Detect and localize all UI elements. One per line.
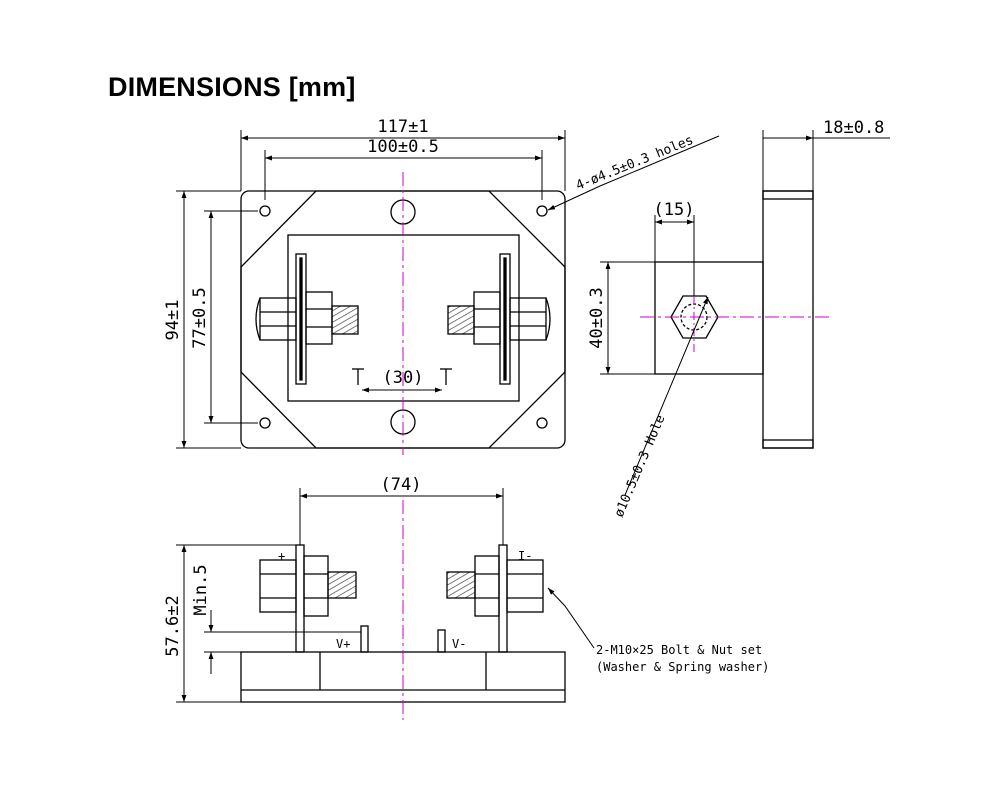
page-title: DIMENSIONS [mm] [108, 72, 356, 102]
mounting-hole-tl [259, 205, 271, 217]
sense-minus-label: V- [452, 637, 466, 651]
front-right-bolt [446, 555, 544, 617]
boss-width-label: (15) [654, 200, 695, 220]
front-left-bolt [259, 555, 357, 617]
hole-spacing-width-label: 100±0.5 [367, 137, 439, 157]
hole-spacing-height-label: 77±0.5 [190, 287, 210, 348]
terminal-spacing-30-label: (30) [383, 368, 424, 388]
front-view [240, 500, 566, 720]
thickness-label: 18±0.8 [823, 118, 884, 138]
side-boss [654, 261, 764, 375]
cover-octagon [240, 190, 566, 449]
front-view-dimensions [176, 488, 595, 703]
sense-tab-minus [437, 629, 446, 653]
bolt-note-line1: 2-M10×25 Bolt & Nut set [596, 643, 762, 657]
top-view-dimensions [176, 130, 720, 449]
overall-height-label: 94±1 [163, 300, 183, 341]
mounting-hole-br [536, 417, 548, 429]
terminal-plus-label: + [278, 549, 285, 563]
side-view-dimensions [600, 130, 890, 496]
overall-width-label: 117±1 [377, 117, 428, 137]
mounting-holes-note: 4-ø4.5±0.3 holes [574, 133, 696, 194]
terminal-minus-label: I- [518, 549, 532, 563]
front-overall-height-label: 57.6±2 [163, 595, 183, 656]
top-view [240, 172, 566, 455]
sense-plus-label: V+ [336, 637, 350, 651]
center-hole-note: ø10.5±0.3 Hole [612, 413, 669, 520]
mounting-hole-bl [259, 417, 271, 429]
side-view [640, 190, 830, 449]
terminal-spacing-74-label: (74) [381, 475, 422, 495]
boss-height-label: 40±0.3 [587, 287, 607, 348]
mounting-hole-tr [536, 205, 548, 217]
sense-tab-plus [360, 625, 369, 653]
min-height-label: Min.5 [191, 564, 211, 615]
bolt-note-line2: (Washer & Spring washer) [596, 660, 769, 674]
side-flange [762, 190, 814, 449]
left-terminal [255, 253, 359, 385]
right-terminal [447, 253, 551, 385]
